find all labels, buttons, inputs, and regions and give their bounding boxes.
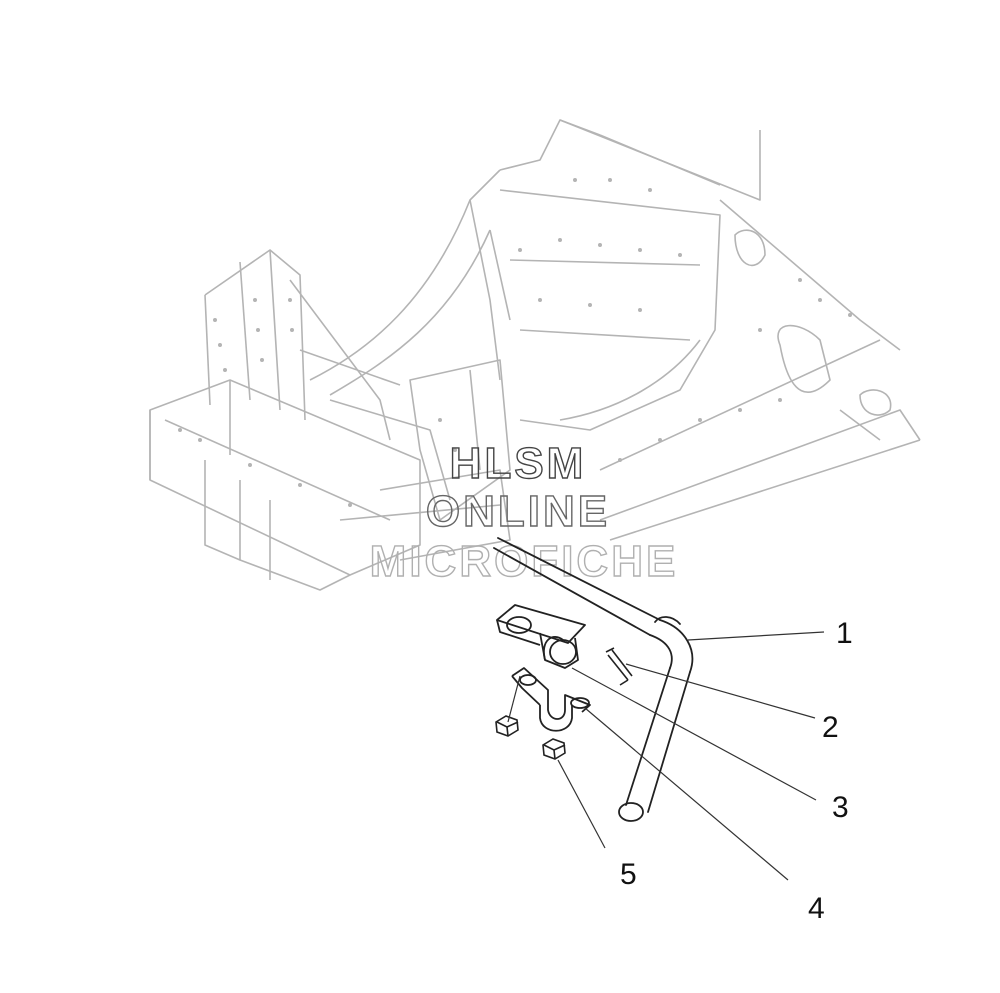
chassis-frame-ghost <box>149 119 921 591</box>
callout-numbers: 1 2 3 4 5 <box>620 617 853 925</box>
callout-1: 1 <box>836 617 853 650</box>
leader-line-3 <box>571 667 817 801</box>
leader-line-5b <box>557 759 606 849</box>
stabilizer-bar <box>493 537 694 822</box>
lower-clamp <box>511 667 591 732</box>
callout-5: 5 <box>620 858 637 891</box>
nut-left <box>495 715 519 737</box>
leader-lines <box>507 631 825 881</box>
callout-3: 3 <box>832 791 849 824</box>
cotter-pin <box>605 647 633 686</box>
watermark: HLSM ONLINE MICROFICHE <box>369 438 679 586</box>
leader-line-4 <box>584 707 789 881</box>
leader-line-1 <box>687 631 825 641</box>
watermark-line-3: MICROFICHE <box>370 537 679 586</box>
nut-right <box>542 738 566 760</box>
callout-2: 2 <box>822 711 839 744</box>
upper-bushing-bracket <box>496 604 586 669</box>
leader-line-5a <box>507 675 521 723</box>
leader-line-2 <box>625 663 816 719</box>
nuts <box>495 715 566 760</box>
callout-4: 4 <box>808 892 825 925</box>
watermark-line-1: HLSM <box>450 439 587 488</box>
watermark-line-2: ONLINE <box>426 487 610 536</box>
